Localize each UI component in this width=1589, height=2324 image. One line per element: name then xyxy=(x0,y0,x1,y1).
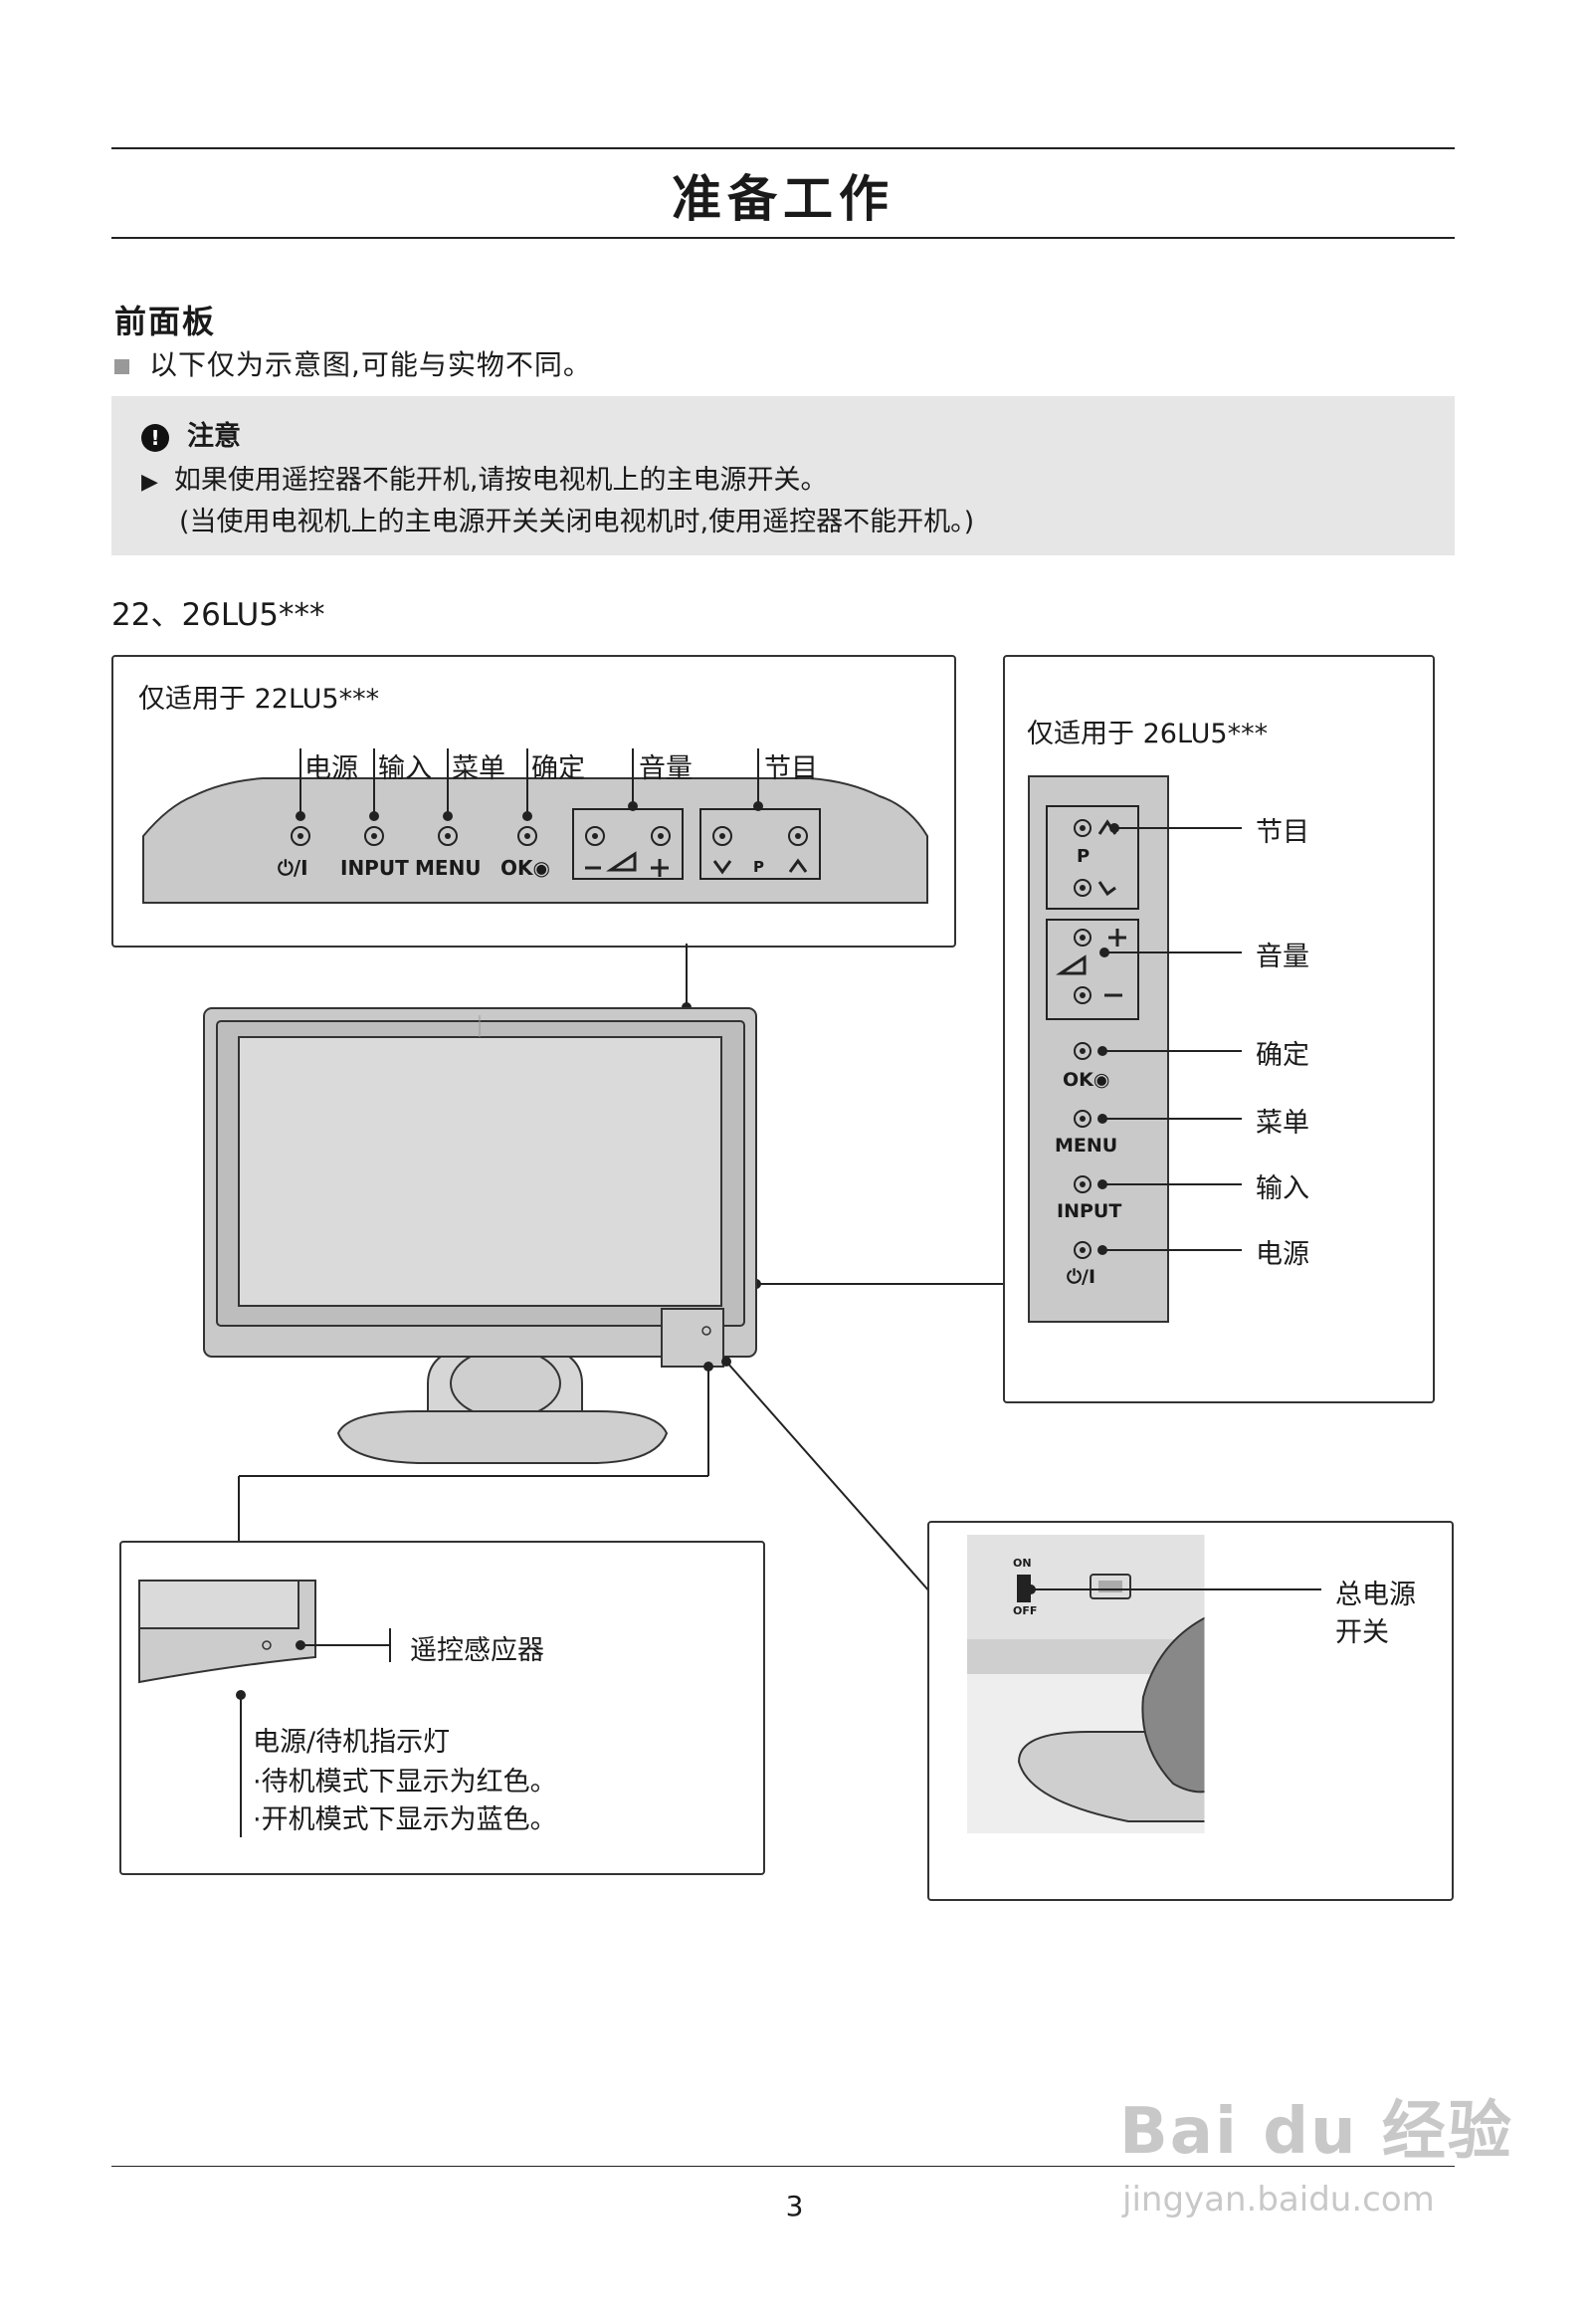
panel-26-box: 仅适用于 26LU5*** xyxy=(1003,655,1435,1403)
panel-22-ok-text: OK◉ xyxy=(500,856,550,880)
panel-26-ok-text: OK◉ xyxy=(1063,1069,1110,1091)
sensor-box: 遥控感应器 电源/待机指示灯 ·待机模式下显示为红色。 ·开机模式下显示为蓝色。 xyxy=(119,1541,765,1875)
panel-26-label-program: 节目 xyxy=(1256,817,1309,848)
square-bullet-icon xyxy=(114,358,129,374)
note-header: ! 注意 xyxy=(141,414,241,453)
note-box: ! 注意 ▶ 如果使用遥控器不能开机,请按电视机上的主电源开关。 (当使用电视机上的… xyxy=(111,396,1455,555)
main-switch-label-1: 总电源 xyxy=(1335,1580,1416,1610)
exclamation-icon: ! xyxy=(141,423,169,452)
switch-on-text: ON xyxy=(1013,1557,1032,1570)
note-line-1: ▶ 如果使用遥控器不能开机,请按电视机上的主电源开关。 xyxy=(141,458,828,497)
panel-26-input-text: INPUT xyxy=(1057,1200,1122,1222)
switch-off-text: OFF xyxy=(1013,1604,1038,1617)
baidu-watermark: Bai du 经验 xyxy=(1119,2095,1513,2169)
bottom-rule xyxy=(111,2166,1455,2167)
bullet-text: 以下仅为示意图,可能与实物不同。 xyxy=(149,348,592,381)
panel-22-diagram xyxy=(142,748,928,904)
panel-22-label-input: 输入 xyxy=(378,753,432,784)
panel-22-label-ok: 确定 xyxy=(531,753,585,784)
panel-26-label-power: 电源 xyxy=(1256,1239,1309,1270)
triangle-bullet-icon: ▶ xyxy=(141,470,158,495)
model-label: 22、26LU5*** xyxy=(111,597,325,633)
panel-22-input-text: INPUT xyxy=(340,856,409,880)
panel-26-p-text: P xyxy=(1077,846,1091,867)
sensor-label: 遥控感应器 xyxy=(410,1635,544,1666)
section-bullet: 以下仅为示意图,可能与实物不同。 xyxy=(114,343,592,383)
panel-26-menu-text: MENU xyxy=(1055,1135,1118,1157)
panel-22-box: 仅适用于 22LU5*** xyxy=(111,655,956,948)
top-rule xyxy=(111,147,1455,149)
note-line-2: (当使用电视机上的主电源开关关闭电视机时,使用遥控器不能开机。) xyxy=(179,507,975,537)
indicator-blue: ·开机模式下显示为蓝色。 xyxy=(253,1804,557,1835)
panel-26-diagram xyxy=(1028,775,1242,1323)
panel-26-label-input: 输入 xyxy=(1256,1173,1309,1204)
panel-22-label-program: 节目 xyxy=(764,753,818,784)
note-title: 注意 xyxy=(187,421,241,452)
main-switch-box: ON OFF 总电源 开关 xyxy=(927,1521,1454,1901)
panel-22-label-menu: 菜单 xyxy=(452,753,505,784)
main-switch-diagram xyxy=(967,1535,1321,1833)
panel-26-label-menu: 菜单 xyxy=(1256,1108,1309,1139)
page-title: 准备工作 xyxy=(672,170,894,228)
page-number: 3 xyxy=(785,2190,804,2222)
indicator-red: ·待机模式下显示为红色。 xyxy=(253,1767,557,1797)
indicator-title: 电源/待机指示灯 xyxy=(253,1727,451,1758)
panel-26-label-ok: 确定 xyxy=(1256,1040,1309,1071)
baidu-watermark-url: jingyan.baidu.com xyxy=(1122,2180,1435,2219)
panel-22-caption: 仅适用于 22LU5*** xyxy=(138,684,380,715)
panel-26-caption: 仅适用于 26LU5*** xyxy=(1027,719,1269,749)
main-switch-label-2: 开关 xyxy=(1335,1617,1389,1648)
sensor-diagram xyxy=(138,1580,391,1837)
panel-26-power-text: ⏻/I xyxy=(1067,1266,1096,1288)
section-heading: 前面板 xyxy=(114,303,217,340)
panel-22-label-volume: 音量 xyxy=(639,753,693,784)
title-rule xyxy=(111,237,1455,239)
note-text-1: 如果使用遥控器不能开机,请按电视机上的主电源开关。 xyxy=(173,465,828,496)
panel-22-power-text: ⏻/I xyxy=(278,856,308,880)
panel-22-p-text: P xyxy=(753,858,764,876)
panel-22-menu-text: MENU xyxy=(415,856,482,880)
panel-26-label-volume: 音量 xyxy=(1256,942,1309,972)
panel-22-label-power: 电源 xyxy=(304,753,358,784)
